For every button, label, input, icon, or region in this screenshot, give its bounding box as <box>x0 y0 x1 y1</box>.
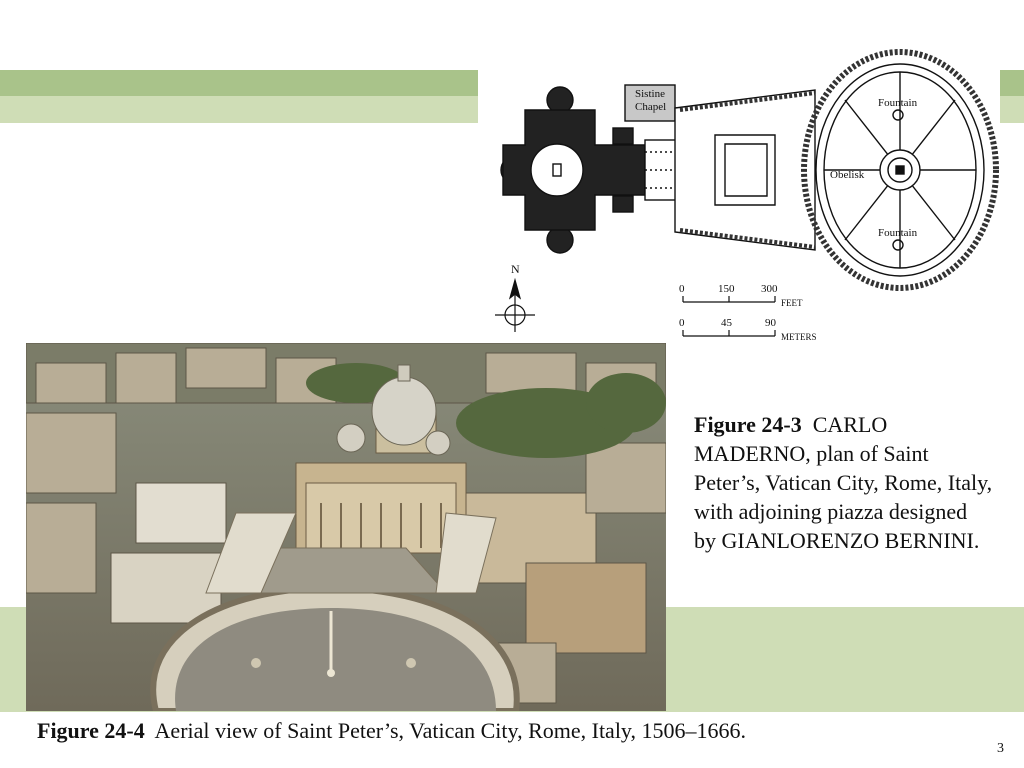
caption-figure-24-4-text: Aerial view of Saint Peter’s, Vatican Ci… <box>154 718 747 743</box>
meters-unit: METERS <box>781 332 817 340</box>
page-number: 3 <box>997 741 1004 756</box>
feet-unit: FEET <box>781 298 803 308</box>
aerial-photo-saint-peters <box>26 343 666 711</box>
feet-tick-0: 0 <box>679 283 685 295</box>
saint-peters-plan-figure: Sistine Chapel Fountain Obelisk Fountain… <box>495 49 999 340</box>
caption-figure-24-4-label: Figure 24-4 <box>37 718 145 743</box>
plan-label-obelisk: Obelisk <box>830 169 865 181</box>
plan-label-fountain-bottom: Fountain <box>878 227 918 239</box>
basilica-photo <box>295 364 467 554</box>
piazza-oval-plan <box>801 49 999 291</box>
caption-figure-24-3-label: Figure 24-3 <box>694 412 802 437</box>
plan-label-sistine-line1: Sistine <box>635 88 665 100</box>
meters-tick-2: 90 <box>765 317 777 329</box>
caption-figure-24-3-text: CARLO MADERNO, plan of Saint Peter’s, Va… <box>694 412 993 553</box>
north-arrow-icon: N <box>495 262 535 332</box>
caption-figure-24-3: Figure 24-3 CARLO MADERNO, plan of Saint… <box>694 410 994 555</box>
caption-figure-24-4: Figure 24-4 Aerial view of Saint Peter’s… <box>37 716 937 746</box>
plan-label-sistine-line2: Chapel <box>635 101 666 113</box>
feet-tick-2: 300 <box>761 283 778 295</box>
scale-bar-feet: 0 150 300 FEET <box>679 283 803 308</box>
piazza-retta-plan <box>674 89 816 251</box>
header-band-right-light <box>1000 96 1024 123</box>
feet-tick-1: 150 <box>718 283 735 295</box>
compass-letter: N <box>511 262 520 276</box>
meters-tick-1: 45 <box>721 317 733 329</box>
meters-tick-0: 0 <box>679 317 685 329</box>
scale-bar-meters: 0 45 90 METERS <box>679 317 817 340</box>
sistine-chapel-block <box>624 84 676 122</box>
header-band-dark <box>0 70 478 96</box>
plan-label-fountain-top: Fountain <box>878 97 918 109</box>
header-band-right-dark <box>1000 70 1024 96</box>
piazza-photo <box>150 547 520 711</box>
header-band-light <box>0 96 478 123</box>
